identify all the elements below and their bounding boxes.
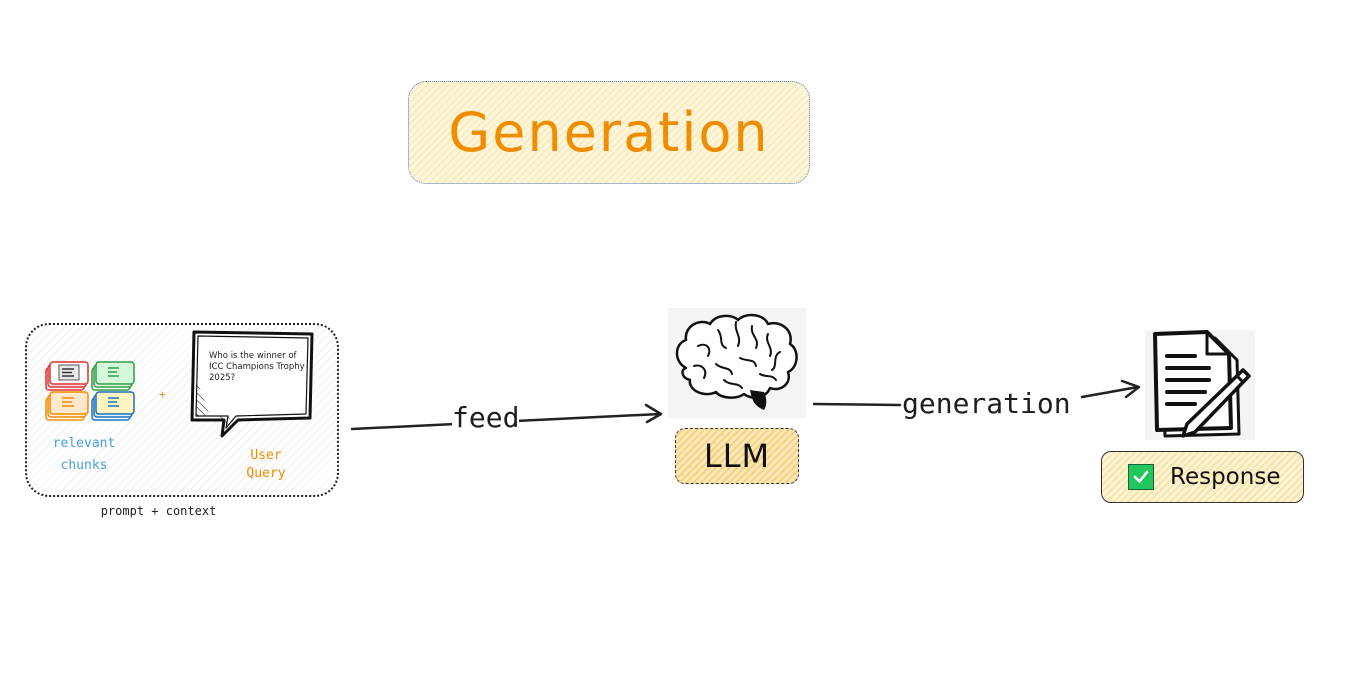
brain-icon <box>668 308 806 418</box>
llm-box: LLM <box>675 428 799 484</box>
user-query-label: User Query <box>246 448 286 481</box>
check-icon <box>1128 464 1154 490</box>
llm-label: LLM <box>703 437 771 475</box>
title-box: Generation <box>408 81 810 184</box>
query-text: Who is the winner of ICC Champions Troph… <box>209 351 305 383</box>
response-label: Response <box>1170 464 1281 490</box>
diagram-title: Generation <box>448 101 770 164</box>
prompt-context-label: prompt + context <box>100 504 217 518</box>
generation-arrow <box>812 379 1141 407</box>
relevant-chunks-label: relevant chunks <box>52 436 116 473</box>
speech-bubble-icon <box>190 330 314 438</box>
generation-label: generation <box>902 387 1071 420</box>
feed-label: feed <box>452 401 520 434</box>
document-pen-icon <box>1145 330 1255 440</box>
response-box: Response <box>1101 451 1304 503</box>
document-stack-icon <box>45 361 135 421</box>
plus-sign: + <box>159 388 166 401</box>
